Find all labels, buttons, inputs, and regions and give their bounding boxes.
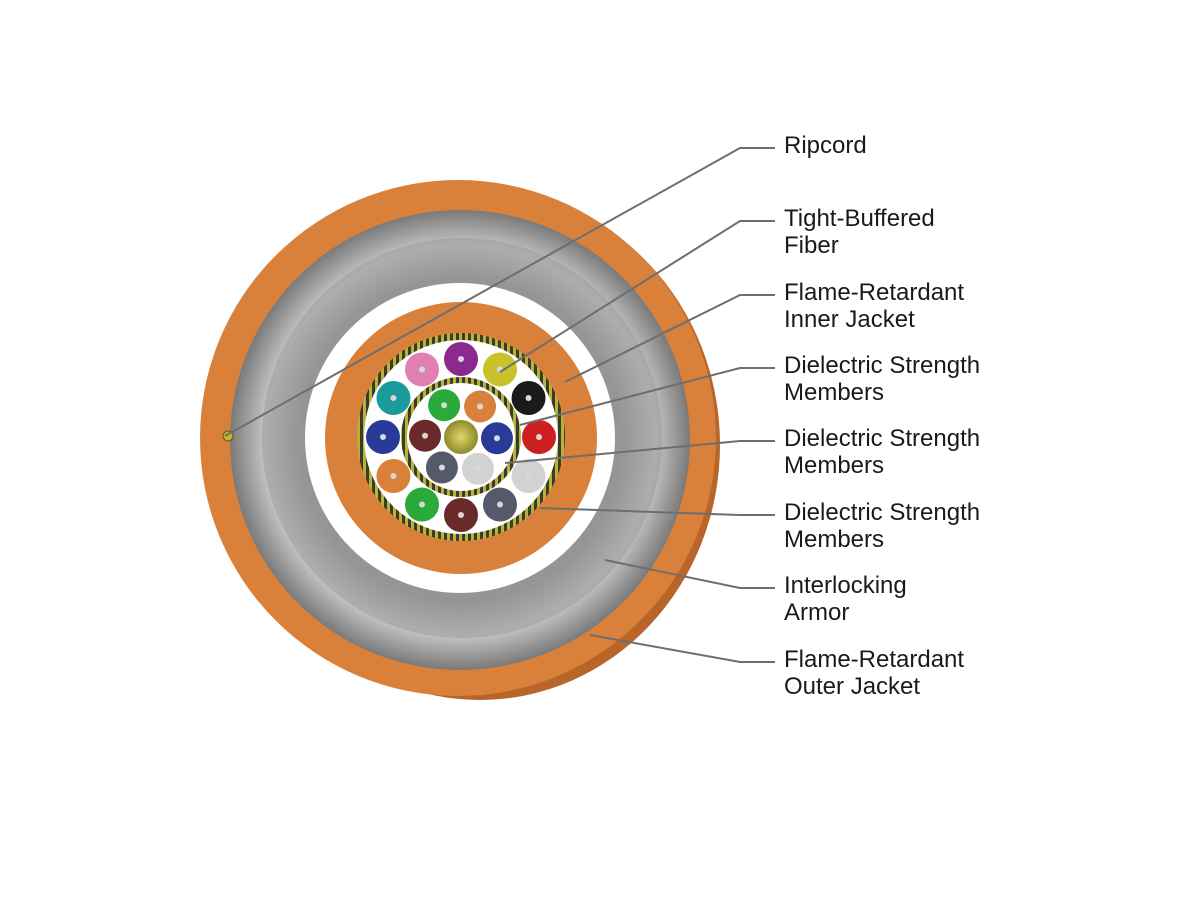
label-tight-buffered-fiber-line-2: Fiber bbox=[784, 232, 839, 259]
label-inner-jacket-line-2: Inner Jacket bbox=[784, 306, 915, 333]
tight-buffered-fiber-outer-core-8 bbox=[458, 512, 464, 518]
label-outer-jacket: Flame-Retardant Outer Jacket bbox=[784, 646, 971, 700]
label-interlocking-armor: Interlocking Armor bbox=[784, 572, 913, 626]
label-tight-buffered-fiber: Tight-Buffered Fiber bbox=[784, 205, 941, 259]
tight-buffered-fiber-inner-core-2 bbox=[477, 403, 483, 409]
label-strength-members-3-line-1: Dielectric Strength bbox=[784, 499, 980, 526]
tight-buffered-fiber-outer-core-4 bbox=[526, 395, 532, 401]
label-interlocking-armor-line-1: Interlocking bbox=[784, 572, 907, 599]
tight-buffered-fiber-inner-core-1 bbox=[441, 402, 447, 408]
label-strength-members-2-line-1: Dielectric Strength bbox=[784, 425, 980, 452]
tight-buffered-fiber-outer-core-12 bbox=[390, 395, 396, 401]
label-ripcord-line-1: Ripcord bbox=[784, 132, 867, 159]
label-strength-members-1-line-2: Members bbox=[784, 379, 884, 406]
tight-buffered-fiber-outer-core-10 bbox=[390, 473, 396, 479]
label-ripcord: Ripcord bbox=[784, 132, 867, 159]
label-interlocking-armor-line-2: Armor bbox=[784, 599, 849, 626]
tight-buffered-fiber-outer-core-6 bbox=[526, 473, 532, 479]
tight-buffered-fiber-outer-core-5 bbox=[536, 434, 542, 440]
label-outer-jacket-line-2: Outer Jacket bbox=[784, 673, 920, 700]
tight-buffered-fiber-inner-core-3 bbox=[494, 435, 500, 441]
tight-buffered-fiber-outer-core-2 bbox=[458, 356, 464, 362]
label-strength-members-2-line-2: Members bbox=[784, 452, 884, 479]
label-strength-members-3-line-2: Members bbox=[784, 526, 884, 553]
label-tight-buffered-fiber-line-1: Tight-Buffered bbox=[784, 205, 935, 232]
tight-buffered-fiber-outer-core-1 bbox=[419, 366, 425, 372]
label-inner-jacket-line-1: Flame-Retardant bbox=[784, 279, 964, 306]
tight-buffered-fiber-outer-core-9 bbox=[419, 502, 425, 508]
label-strength-members-1: Dielectric Strength Members bbox=[784, 352, 987, 406]
label-strength-members-2: Dielectric Strength Members bbox=[784, 425, 987, 479]
label-strength-members-1-line-1: Dielectric Strength bbox=[784, 352, 980, 379]
tight-buffered-fiber-inner-core-4 bbox=[475, 466, 481, 472]
central-strength-member bbox=[444, 420, 478, 454]
tight-buffered-fiber-inner-core-5 bbox=[439, 465, 445, 471]
label-strength-members-3: Dielectric Strength Members bbox=[784, 499, 987, 553]
tight-buffered-fiber-outer-core-11 bbox=[380, 434, 386, 440]
label-outer-jacket-line-1: Flame-Retardant bbox=[784, 646, 964, 673]
tight-buffered-fiber-outer-core-7 bbox=[497, 502, 503, 508]
tight-buffered-fiber-inner-core-6 bbox=[422, 433, 428, 439]
label-inner-jacket: Flame-Retardant Inner Jacket bbox=[784, 279, 971, 333]
